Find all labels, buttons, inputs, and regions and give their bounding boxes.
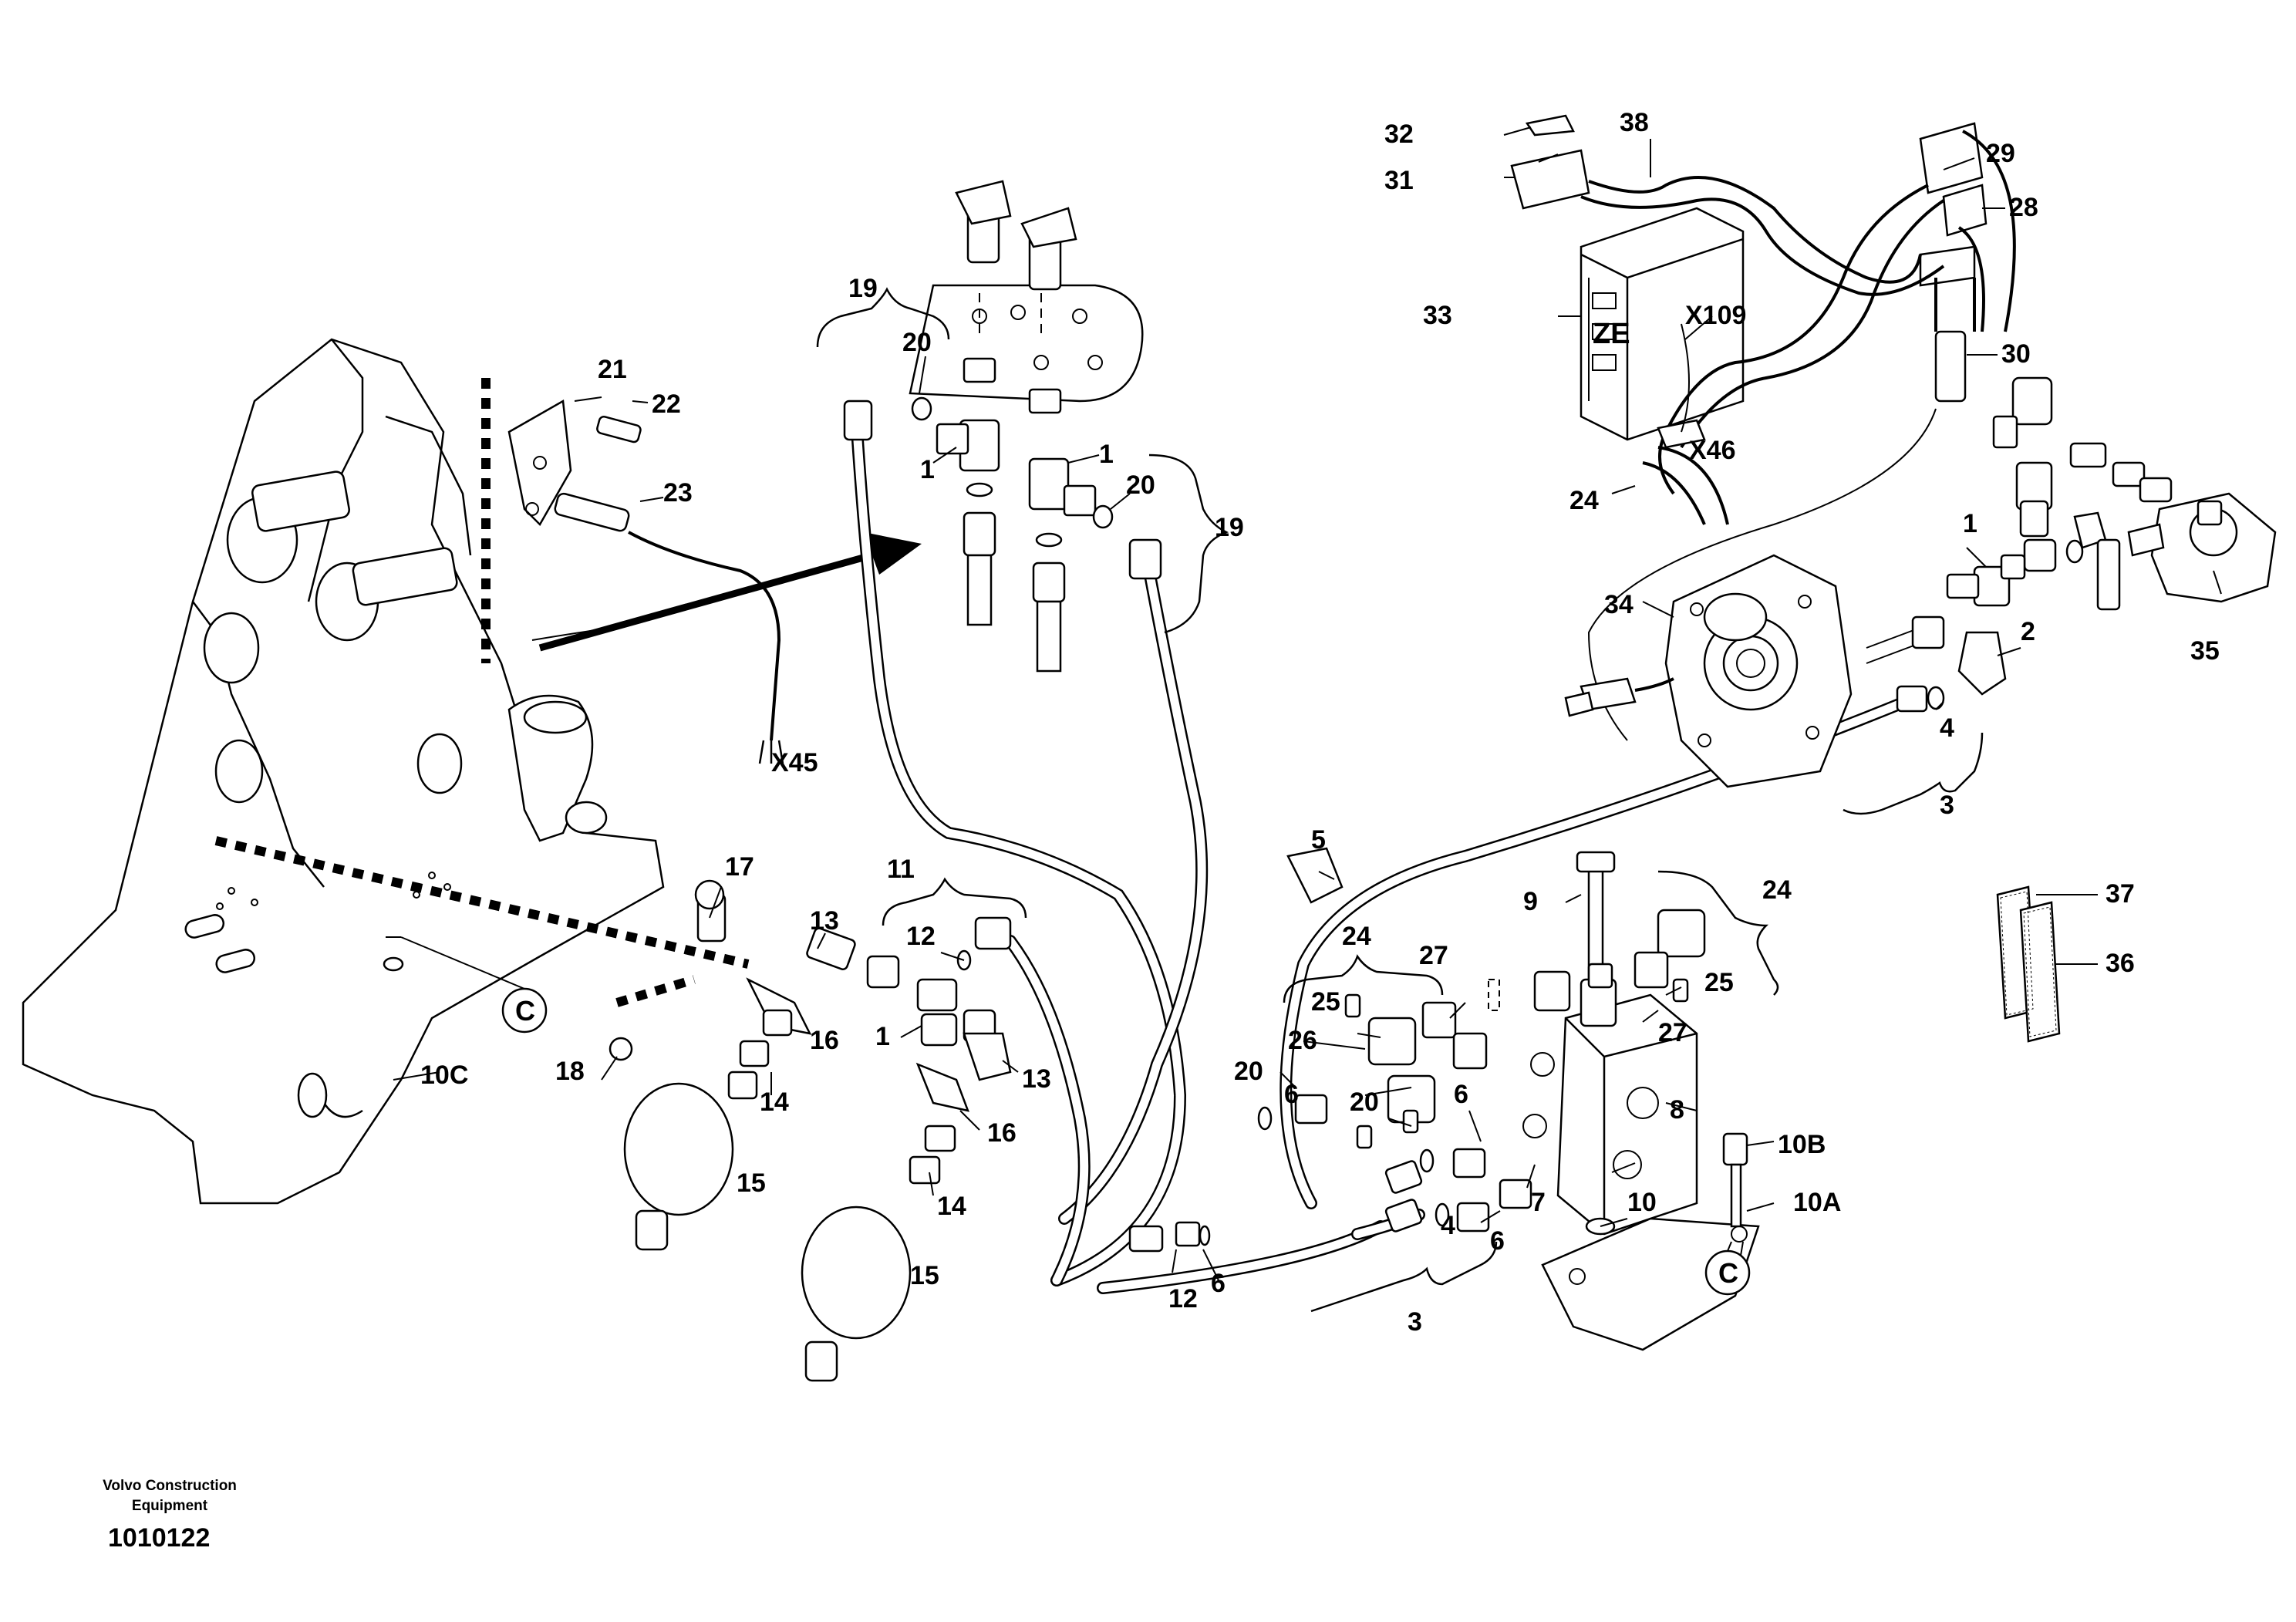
pointer-arrow (538, 532, 922, 652)
callout-14-a: 14 (760, 1088, 789, 1117)
callout-24-a: 24 (1342, 922, 1371, 951)
callout-4-a: 4 (1940, 713, 1954, 743)
callout-19-b: 19 (1215, 513, 1244, 542)
connector-x109: X109 (1685, 301, 1746, 330)
callout-20-a: 20 (902, 328, 932, 357)
callout-1-a: 1 (920, 455, 935, 484)
hose-fittings (843, 400, 2011, 1253)
ecu-label: ZE (1593, 318, 1630, 350)
callout-24-c: 24 (1569, 486, 1599, 515)
callout-1-d: 1 (1963, 509, 1977, 538)
callout-27-b: 27 (1658, 1018, 1687, 1047)
callout-10a: 10A (1793, 1188, 1841, 1217)
callout-23: 23 (663, 478, 693, 508)
transmission-pump (1564, 554, 1853, 788)
callout-35: 35 (2190, 636, 2220, 666)
callout-32: 32 (1384, 120, 1414, 149)
callout-34: 34 (1604, 590, 1633, 619)
grouping-braces (816, 287, 1984, 1313)
callout-15-a: 15 (737, 1168, 766, 1198)
callout-10c: 10C (420, 1061, 468, 1090)
connector-x45: X45 (771, 748, 818, 777)
reference-markers: C C (386, 936, 1751, 1296)
callout-3-a: 3 (1940, 791, 1954, 820)
callout-18: 18 (555, 1057, 585, 1086)
callout-16-a: 16 (810, 1026, 839, 1055)
callout-33: 33 (1423, 301, 1452, 330)
brand-line-1: Volvo Construction (103, 1478, 237, 1494)
callout-labels: 1 1 1 1 2 3 3 4 4 5 6 6 6 6 7 8 9 10 10A… (420, 108, 2220, 1337)
callout-12-b: 12 (1168, 1284, 1198, 1313)
callout-10: 10 (1627, 1188, 1657, 1217)
callout-12-a: 12 (906, 922, 936, 951)
callout-13-b: 13 (1022, 1064, 1051, 1094)
callout-7: 7 (1531, 1188, 1546, 1217)
labels-tape (1996, 885, 2061, 1043)
callout-6-b: 6 (1454, 1080, 1468, 1109)
callout-24-b: 24 (1762, 875, 1792, 905)
callout-21: 21 (598, 355, 627, 384)
accumulator-assembly (609, 879, 1211, 1382)
leader-lines (393, 126, 2222, 1281)
callout-19-a: 19 (848, 274, 878, 303)
drawing-footer: Volvo Construction Equipment 1010122 (103, 1478, 237, 1553)
callout-31: 31 (1384, 166, 1414, 195)
callout-6-c: 6 (1490, 1226, 1505, 1256)
callout-9: 9 (1523, 887, 1538, 916)
callout-8: 8 (1670, 1095, 1684, 1125)
callout-27-a: 27 (1419, 941, 1448, 970)
reference-c-right: C (1718, 1257, 1738, 1289)
callout-14-b: 14 (937, 1192, 966, 1221)
callout-6-a: 6 (1284, 1080, 1299, 1109)
drawing-number: 1010122 (108, 1523, 210, 1553)
callout-25-b: 25 (1704, 968, 1734, 997)
callout-25-a: 25 (1311, 987, 1340, 1017)
reference-c-left: C (515, 995, 535, 1027)
loader-frame (22, 338, 784, 1205)
callout-30: 30 (2001, 339, 2031, 369)
callout-20-b: 20 (1126, 470, 1155, 500)
callout-16-b: 16 (987, 1118, 1017, 1148)
callout-36: 36 (2106, 949, 2135, 978)
callout-29: 29 (1986, 139, 2015, 168)
sensor-fittings-right (1992, 376, 2277, 611)
callout-20-c: 20 (1234, 1057, 1263, 1086)
callout-38: 38 (1620, 108, 1649, 137)
callout-15-b: 15 (910, 1261, 939, 1290)
callout-1-c: 1 (875, 1022, 890, 1051)
connector-x46: X46 (1689, 436, 1736, 465)
solenoid-valve-block (1257, 851, 1760, 1351)
callout-1-b: 1 (1099, 440, 1114, 469)
callout-20-d: 20 (1350, 1088, 1379, 1117)
electronics-assembly: ZE (1510, 114, 2016, 741)
callout-26: 26 (1288, 1026, 1317, 1055)
callout-3-b: 3 (1408, 1307, 1422, 1337)
callout-10b: 10B (1778, 1130, 1826, 1159)
callout-37: 37 (2106, 879, 2135, 909)
callout-4-b: 4 (1441, 1211, 1455, 1240)
callout-17: 17 (725, 852, 754, 882)
hoses (850, 410, 1929, 1294)
tee-fitting-block (909, 180, 1144, 673)
callout-6-d: 6 (1211, 1269, 1226, 1298)
callout-22: 22 (652, 389, 681, 419)
callout-5: 5 (1311, 825, 1326, 855)
callout-28: 28 (2009, 193, 2038, 222)
callout-13-a: 13 (810, 906, 839, 936)
callout-2: 2 (2021, 617, 2035, 646)
callout-11: 11 (887, 855, 915, 884)
brand-line-2: Equipment (132, 1498, 208, 1514)
